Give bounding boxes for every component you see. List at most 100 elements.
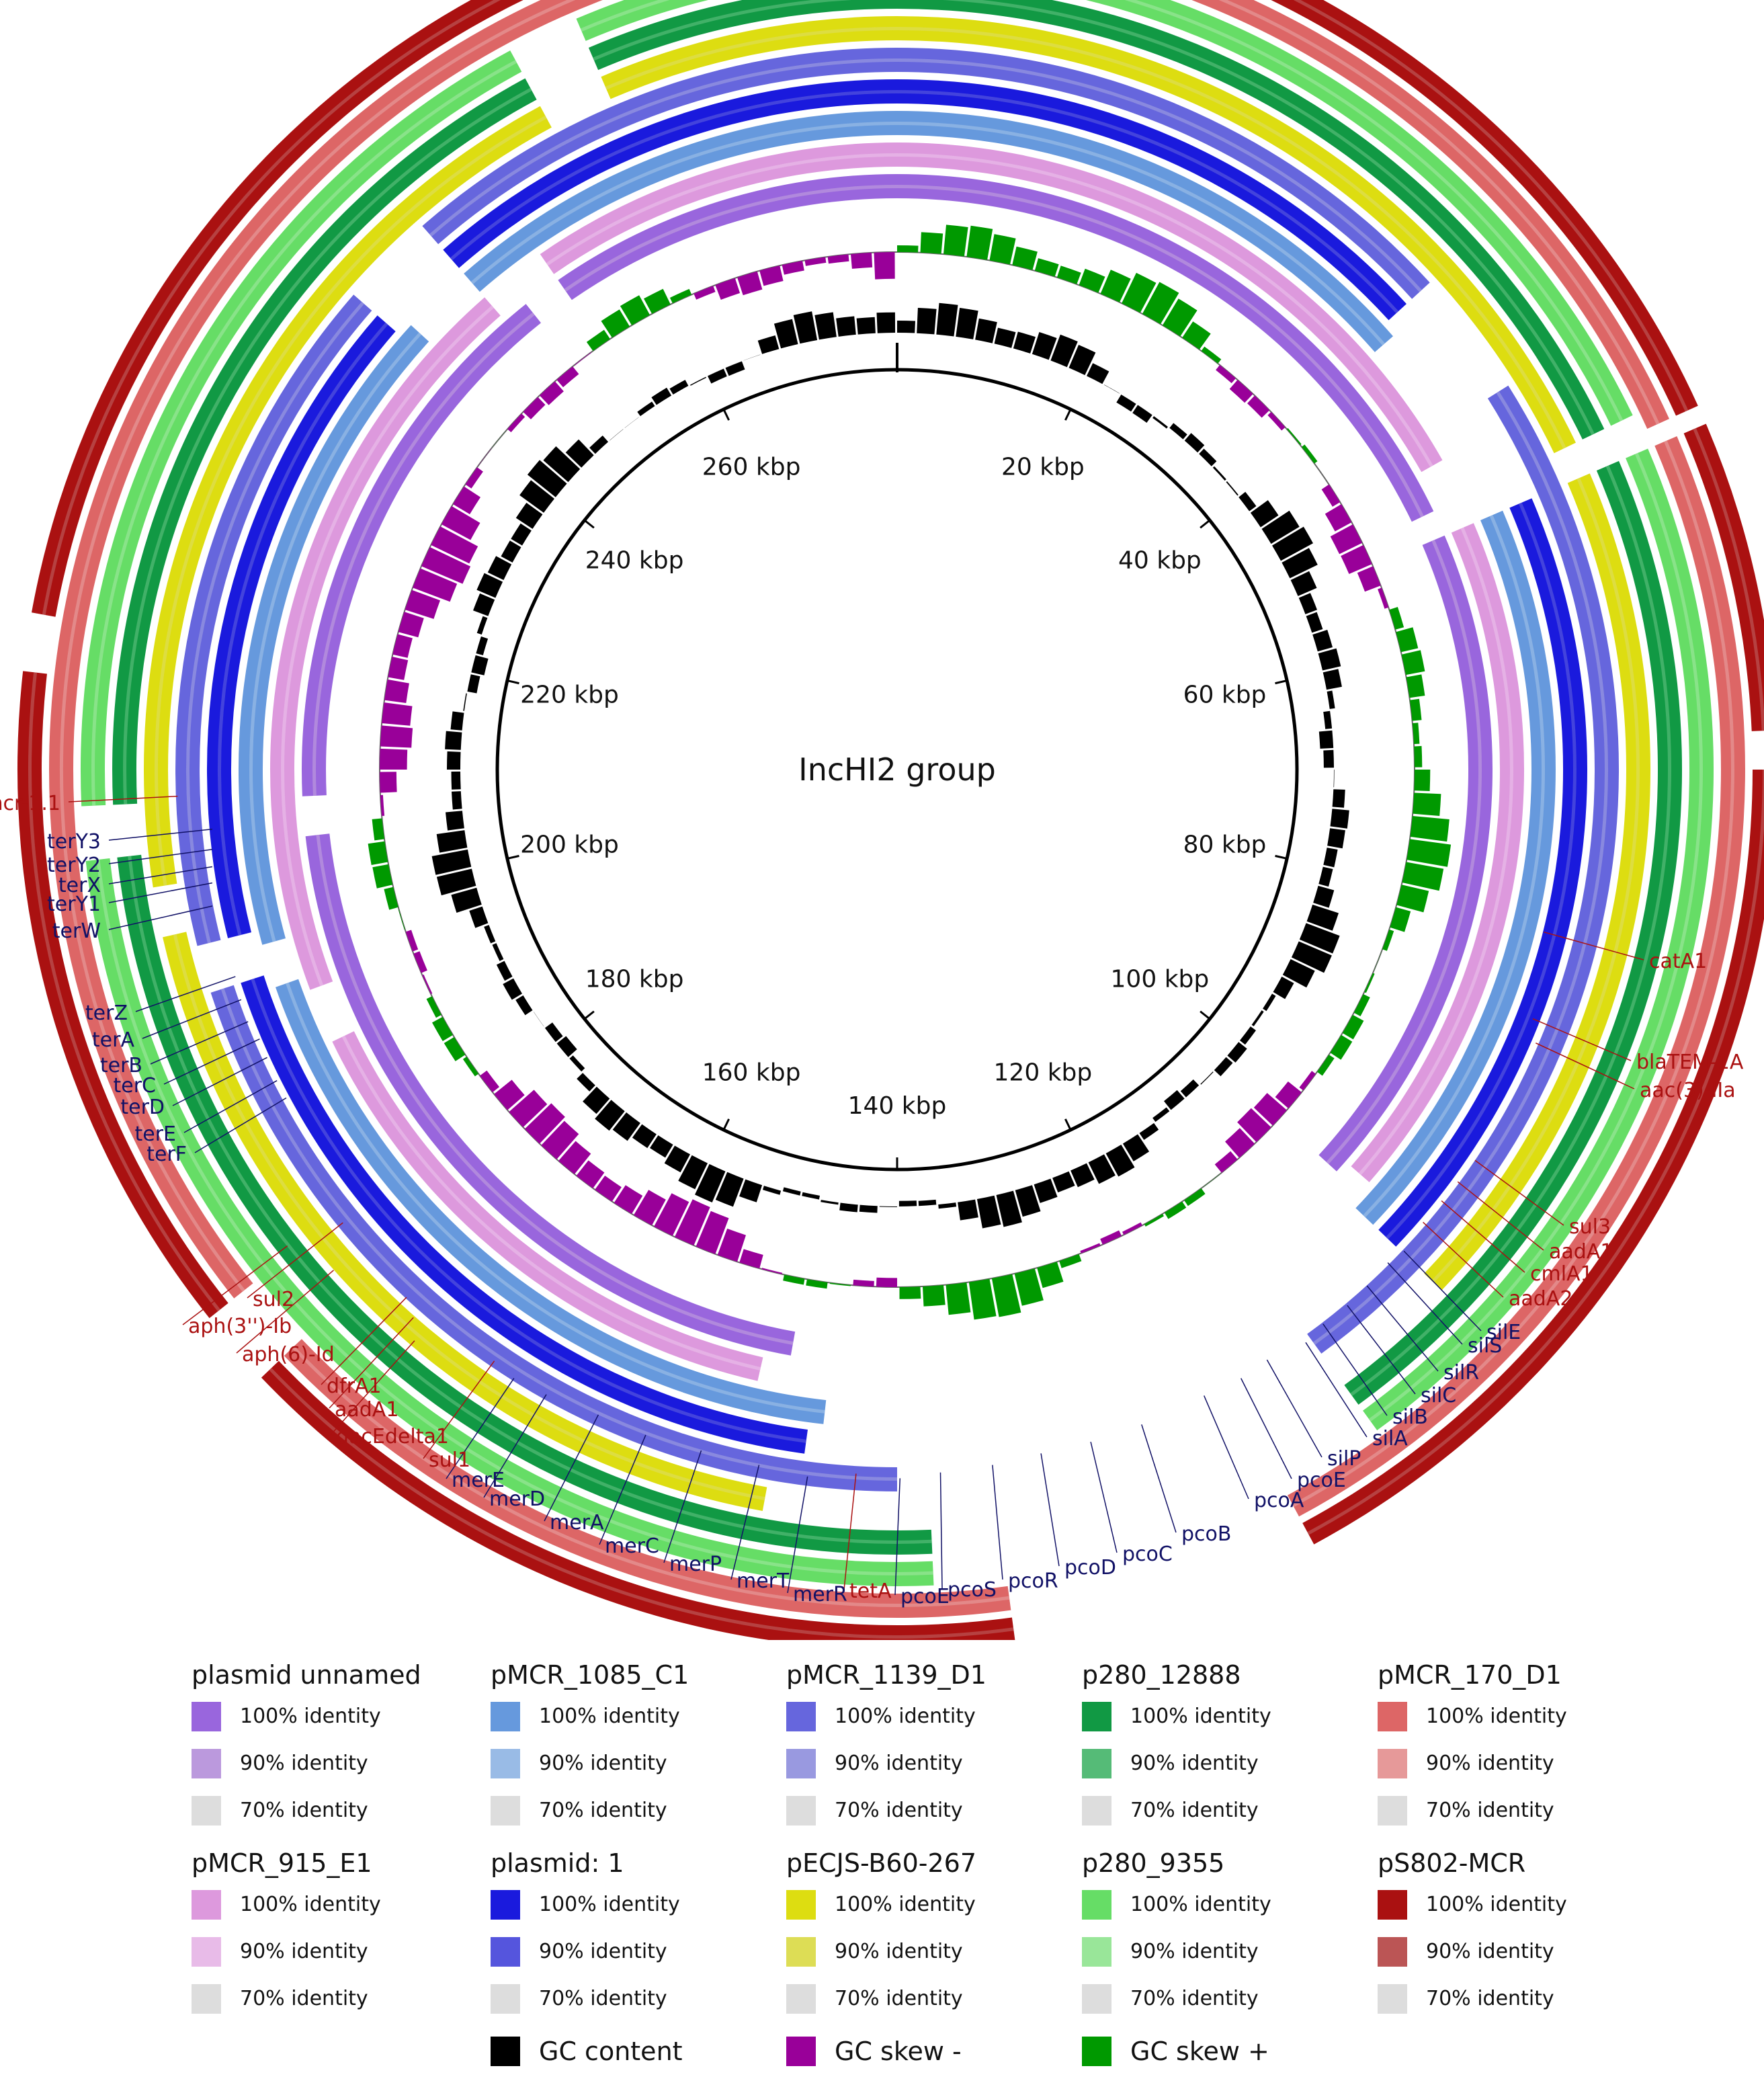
gene-leader-line: [423, 1360, 495, 1459]
identity-ring: [175, 48, 1620, 1491]
ring-segment: [284, 1339, 1011, 1618]
gc-content-bar: [739, 1179, 763, 1202]
gc-skew-bar: [558, 1141, 591, 1174]
gc-content-bar: [1032, 332, 1057, 360]
gc-skew-bar: [1201, 346, 1222, 364]
gene-leader-line: [1090, 1442, 1118, 1553]
gc-skew-bar: [382, 702, 413, 726]
gc-content-bar: [664, 1145, 690, 1173]
gc-content-bar: [1087, 363, 1109, 384]
gc-skew-bar: [507, 413, 526, 433]
gene-leader-line: [330, 1340, 415, 1436]
kbp-tick: [1200, 1010, 1211, 1020]
gc-content-bar: [476, 616, 488, 635]
gene-label: merT: [737, 1569, 790, 1593]
gc-content-bar: [501, 540, 521, 563]
gc-skew-bar: [1364, 973, 1375, 993]
legend-title: pMCR_915_E1: [192, 1848, 372, 1878]
gc-content-bar: [1263, 993, 1276, 1012]
gc-content-bar: [484, 925, 496, 944]
gc-skew-bar: [1341, 544, 1372, 574]
gc-skew-bar: [556, 366, 579, 388]
gc-skew-bar: [715, 278, 741, 300]
ring-segment: [261, 1360, 1015, 1640]
legend-swatch: [1378, 1937, 1407, 1967]
legend-title: pMCR_170_D1: [1378, 1660, 1562, 1690]
gc-skew-bar: [669, 288, 692, 304]
legend-identity-label: 70% identity: [539, 1799, 667, 1822]
gc-skew-bar: [1214, 1151, 1238, 1173]
gc-content-bar: [534, 1012, 544, 1027]
gc-skew-bar: [1014, 1268, 1044, 1306]
gc-content-bar: [1327, 690, 1335, 709]
gc-content-bar: [1327, 828, 1345, 849]
gene-leader-line: [1347, 1305, 1416, 1395]
gc-skew-bar: [368, 841, 388, 865]
gc-skew-bar: [441, 506, 480, 540]
gc-content-bar: [624, 417, 639, 428]
gc-skew-bar: [1122, 1222, 1142, 1235]
gc-skew-bar: [574, 352, 592, 366]
gene-label: aadA1: [335, 1398, 398, 1422]
gc-content-bar: [451, 887, 482, 913]
legend-swatch: [786, 1796, 816, 1826]
gene-leader-line: [247, 1222, 343, 1299]
gc-skew-bar: [384, 679, 409, 703]
ring-segment-highlight: [217, 322, 388, 936]
gc-content-bar: [1180, 1079, 1200, 1098]
gene-leader-line: [194, 1097, 287, 1153]
gc-skew-bar: [432, 1016, 453, 1041]
gene-leader-line: [894, 1478, 901, 1596]
gc-content-bar: [637, 401, 655, 417]
gc-content-bar: [856, 317, 876, 335]
kbp-tick: [1275, 854, 1288, 860]
gc-content-bar: [1318, 866, 1333, 887]
gc-content-bar: [1070, 1163, 1095, 1188]
gene-label: aph(3'')-Ib: [188, 1315, 292, 1338]
gc-skew-bar: [1203, 1174, 1220, 1188]
legend-identity-label: 70% identity: [240, 1987, 368, 2010]
gc-content-bar: [565, 439, 594, 468]
gc-skew-bar: [1164, 1201, 1187, 1219]
gc-skew-bar: [1374, 951, 1382, 971]
gene-label: cmlA1: [1530, 1262, 1593, 1286]
gene-label: pcoA: [1254, 1489, 1304, 1512]
gene-leader-line: [183, 1080, 278, 1133]
gc-skew-bar: [405, 930, 419, 952]
gc-content-bar: [958, 1199, 978, 1221]
gc-content-bar: [1226, 481, 1238, 496]
gc-content-bar: [1240, 1026, 1256, 1045]
gene-label: silP: [1327, 1447, 1361, 1471]
legend-swatch: [786, 1890, 816, 1920]
ring-segment: [1363, 448, 1714, 1430]
legend-swatch: [491, 1796, 520, 1826]
gc-content-bar: [1290, 571, 1317, 596]
gc-content-bar: [1169, 423, 1187, 440]
legend-identity-label: 90% identity: [539, 1940, 667, 1963]
gene-leader-line: [68, 795, 178, 803]
gc-skew-bar: [827, 254, 849, 264]
legend-swatch: [1378, 1749, 1407, 1778]
gc-content-bar: [476, 573, 503, 598]
gene-label: qacEdelta1: [336, 1425, 449, 1448]
gc-skew-bar: [524, 1103, 565, 1144]
legend-identity-label: 90% identity: [1426, 1940, 1554, 1963]
kbp-tick-label: 180 kbp: [585, 966, 684, 993]
kbp-tick-label: 40 kbp: [1118, 546, 1202, 574]
legend-identity-label: 70% identity: [1426, 1987, 1554, 2010]
gc-skew-bar: [1275, 1081, 1302, 1108]
gc-content-bar: [503, 978, 522, 1000]
gc-content-bar: [678, 1155, 708, 1190]
legend-identity-label: 70% identity: [539, 1987, 667, 2010]
gc-content-bar: [650, 1135, 673, 1158]
gene-leader-line: [329, 1317, 414, 1409]
gc-content-bar: [1013, 331, 1036, 354]
kbp-tick-label: 240 kbp: [585, 546, 684, 574]
ring-segment: [897, 142, 1443, 473]
legend-title: p280_9355: [1082, 1848, 1225, 1878]
legend-identity-label: 100% identity: [1426, 1705, 1567, 1728]
legend-title: pS802-MCR: [1378, 1848, 1526, 1878]
ring-segment: [1344, 460, 1682, 1405]
gc-content-bar: [1052, 1171, 1075, 1193]
